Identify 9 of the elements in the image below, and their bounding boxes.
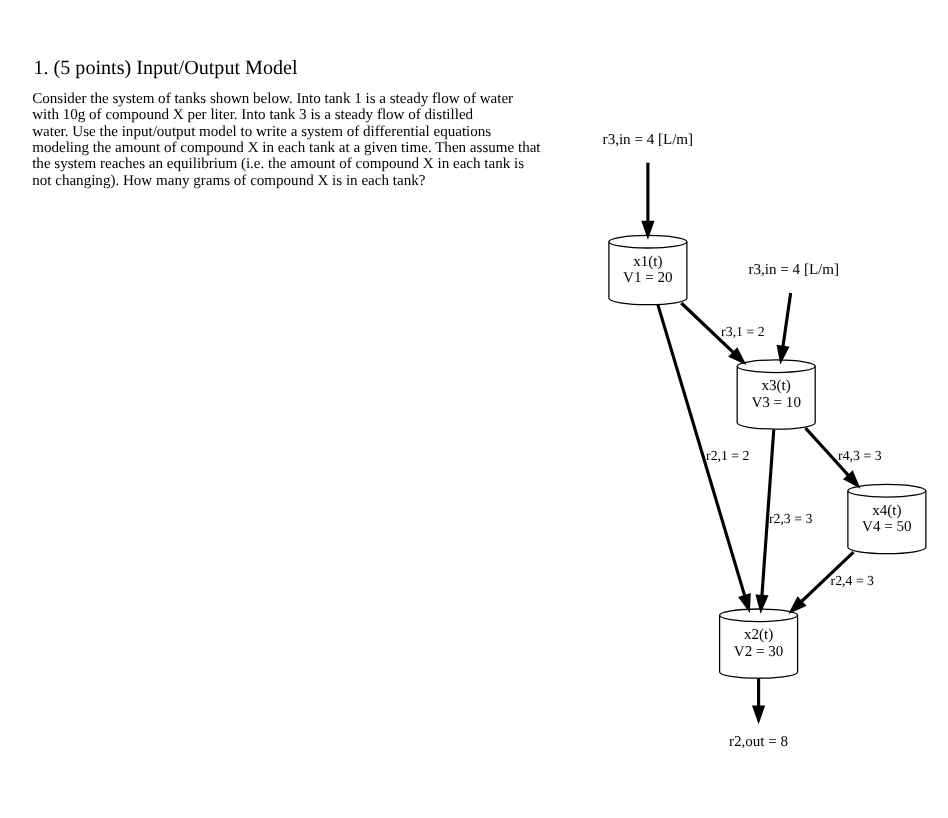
- arrow: [788, 550, 855, 614]
- arrow: [656, 304, 751, 614]
- diagram-title: 1. (5 points) Input/Output Model: [33, 58, 298, 81]
- arrow: [804, 427, 861, 489]
- arrow: [680, 301, 747, 365]
- arrow: [776, 292, 793, 365]
- arrow: [641, 162, 655, 240]
- arrow: [755, 429, 776, 614]
- arrow: [751, 678, 766, 725]
